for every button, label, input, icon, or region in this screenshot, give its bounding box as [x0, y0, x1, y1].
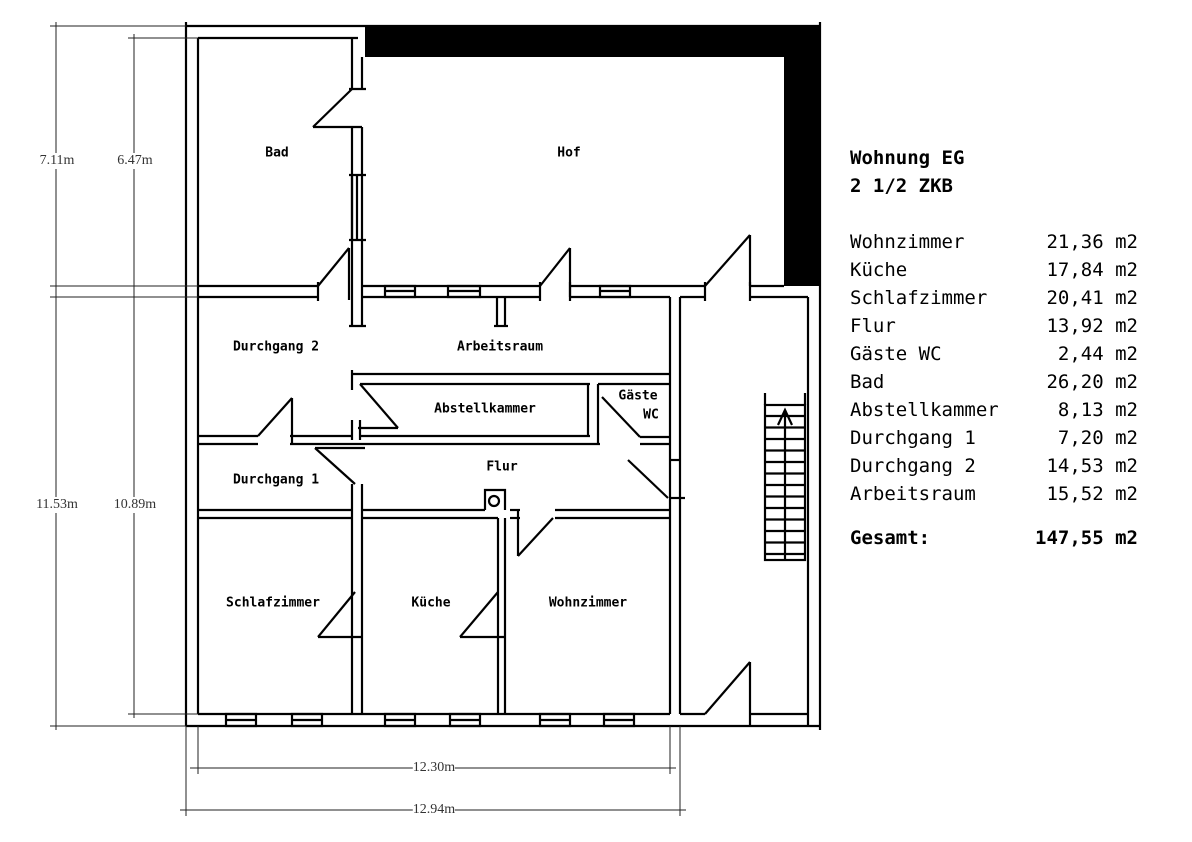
walls	[184, 22, 822, 730]
staircase	[763, 393, 807, 562]
area-value: 20,41 m2	[1046, 287, 1138, 309]
area-room: Schlafzimmer	[850, 287, 988, 309]
area-row: Schlafzimmer 20,41 m2	[850, 284, 1138, 312]
dimension-outer-width: 12.94m	[412, 802, 456, 818]
chimney	[483, 488, 507, 510]
area-room: Flur	[850, 315, 896, 337]
area-value: 8,13 m2	[1057, 399, 1138, 421]
room-label-flur: Flur	[486, 459, 518, 475]
area-value: 7,20 m2	[1057, 427, 1138, 449]
area-row: Küche 17,84 m2	[850, 256, 1138, 284]
area-value: 13,92 m2	[1046, 315, 1138, 337]
area-row: Gäste WC 2,44 m2	[850, 340, 1138, 368]
courtyard-wall	[365, 26, 820, 286]
room-label-hof: Hof	[557, 145, 581, 161]
area-room: Wohnzimmer	[850, 231, 965, 253]
room-label-arbeitsraum: Arbeitsraum	[456, 339, 544, 355]
area-room: Durchgang 1	[850, 427, 976, 449]
area-room: Arbeitsraum	[850, 483, 976, 505]
room-label-abstellkammer: Abstellkammer	[434, 401, 536, 417]
area-row: Arbeitsraum 15,52 m2	[850, 480, 1138, 508]
total-value: 147,55 m2	[1035, 527, 1138, 549]
room-label-gaeste: Gäste	[618, 388, 658, 404]
area-row: Bad 26,20 m2	[850, 368, 1138, 396]
dimension-lines	[50, 22, 686, 816]
summary-subtitle: 2 1/2 ZKB	[850, 175, 953, 197]
dimension-inner-height-bottom: 10.89m	[113, 497, 157, 513]
area-row: Durchgang 1 7,20 m2	[850, 424, 1138, 452]
area-value: 14,53 m2	[1046, 455, 1138, 477]
area-row: Abstellkammer 8,13 m2	[850, 396, 1138, 424]
room-label-schlafzimmer: Schlafzimmer	[226, 595, 320, 611]
room-label-bad: Bad	[265, 145, 289, 161]
summary-title: Wohnung EG	[850, 147, 965, 169]
room-label-durchgang-1: Durchgang 1	[232, 472, 320, 488]
area-row: Flur 13,92 m2	[850, 312, 1138, 340]
dimension-inner-height-top: 6.47m	[117, 153, 153, 169]
area-summary: Wohnung EG 2 1/2 ZKB Wohnzimmer 21,36 m2 K…	[850, 144, 1138, 552]
total-label: Gesamt:	[850, 527, 931, 549]
area-room: Küche	[850, 259, 908, 281]
door-swings	[257, 88, 751, 715]
area-row: Wohnzimmer 21,36 m2	[850, 228, 1138, 256]
area-row: Durchgang 2 14,53 m2	[850, 452, 1138, 480]
dimension-outer-height-top: 7.11m	[39, 153, 75, 169]
dimension-outer-height-bottom: 11.53m	[36, 497, 78, 513]
room-label-kueche: Küche	[411, 595, 451, 611]
area-value: 21,36 m2	[1046, 231, 1138, 253]
area-room: Bad	[850, 371, 885, 393]
area-room: Durchgang 2	[850, 455, 976, 477]
windows	[224, 284, 636, 728]
room-label-wc: WC	[643, 407, 659, 423]
area-room: Gäste WC	[850, 343, 942, 365]
total-row: Gesamt: 147,55 m2	[850, 524, 1138, 552]
room-label-durchgang-2: Durchgang 2	[232, 339, 320, 355]
area-value: 15,52 m2	[1046, 483, 1138, 505]
room-label-wohnzimmer: Wohnzimmer	[548, 595, 628, 611]
area-value: 17,84 m2	[1046, 259, 1138, 281]
area-room: Abstellkammer	[850, 399, 999, 421]
dimension-inner-width: 12.30m	[412, 760, 456, 776]
area-value: 26,20 m2	[1046, 371, 1138, 393]
area-list: Wohnzimmer 21,36 m2 Küche 17,84 m2 Schlafzim…	[850, 228, 1138, 508]
area-value: 2,44 m2	[1057, 343, 1138, 365]
